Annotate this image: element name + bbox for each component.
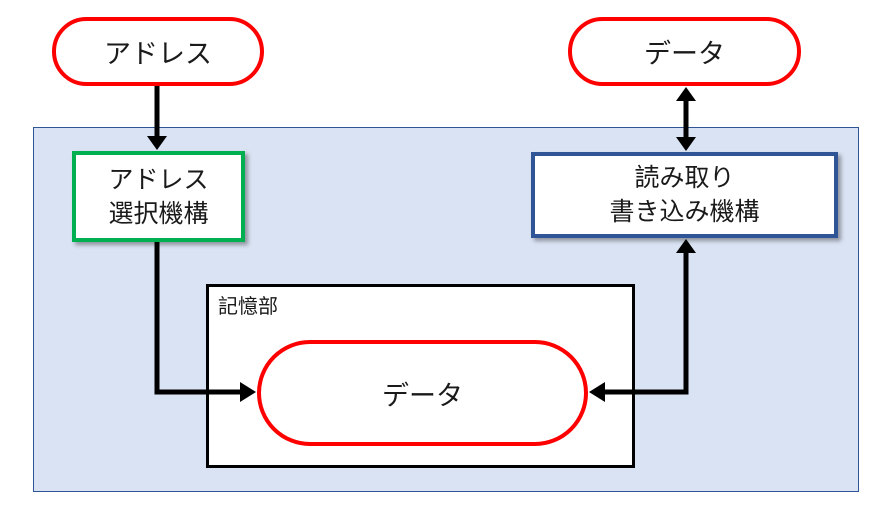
- arrow-selector-to-cell: [154, 242, 256, 402]
- read-write-mechanism-box: 読み取り 書き込み機構: [531, 152, 838, 238]
- address-selector-line2: 選択機構: [108, 198, 209, 228]
- rw-mechanism-line2: 書き込み機構: [609, 197, 760, 226]
- storage-data-cell: データ: [257, 340, 588, 446]
- address-selector-box: アドレス 選択機構: [72, 151, 245, 242]
- arrow-data-io-rw-bidirectional: [676, 87, 696, 151]
- arrow-address-to-selector: [147, 86, 167, 150]
- address-input-label: アドレス: [104, 39, 212, 70]
- storage-label: 記憶部: [218, 294, 278, 318]
- address-selector-line1: アドレス: [108, 164, 209, 194]
- rw-mechanism-line1: 読み取り: [634, 163, 735, 192]
- data-io-label: データ: [644, 39, 725, 70]
- data-io-node: データ: [568, 17, 801, 86]
- address-input-node: アドレス: [52, 17, 264, 86]
- arrow-rw-to-cell-bidirectional: [589, 239, 696, 402]
- storage-data-label: データ: [382, 380, 463, 412]
